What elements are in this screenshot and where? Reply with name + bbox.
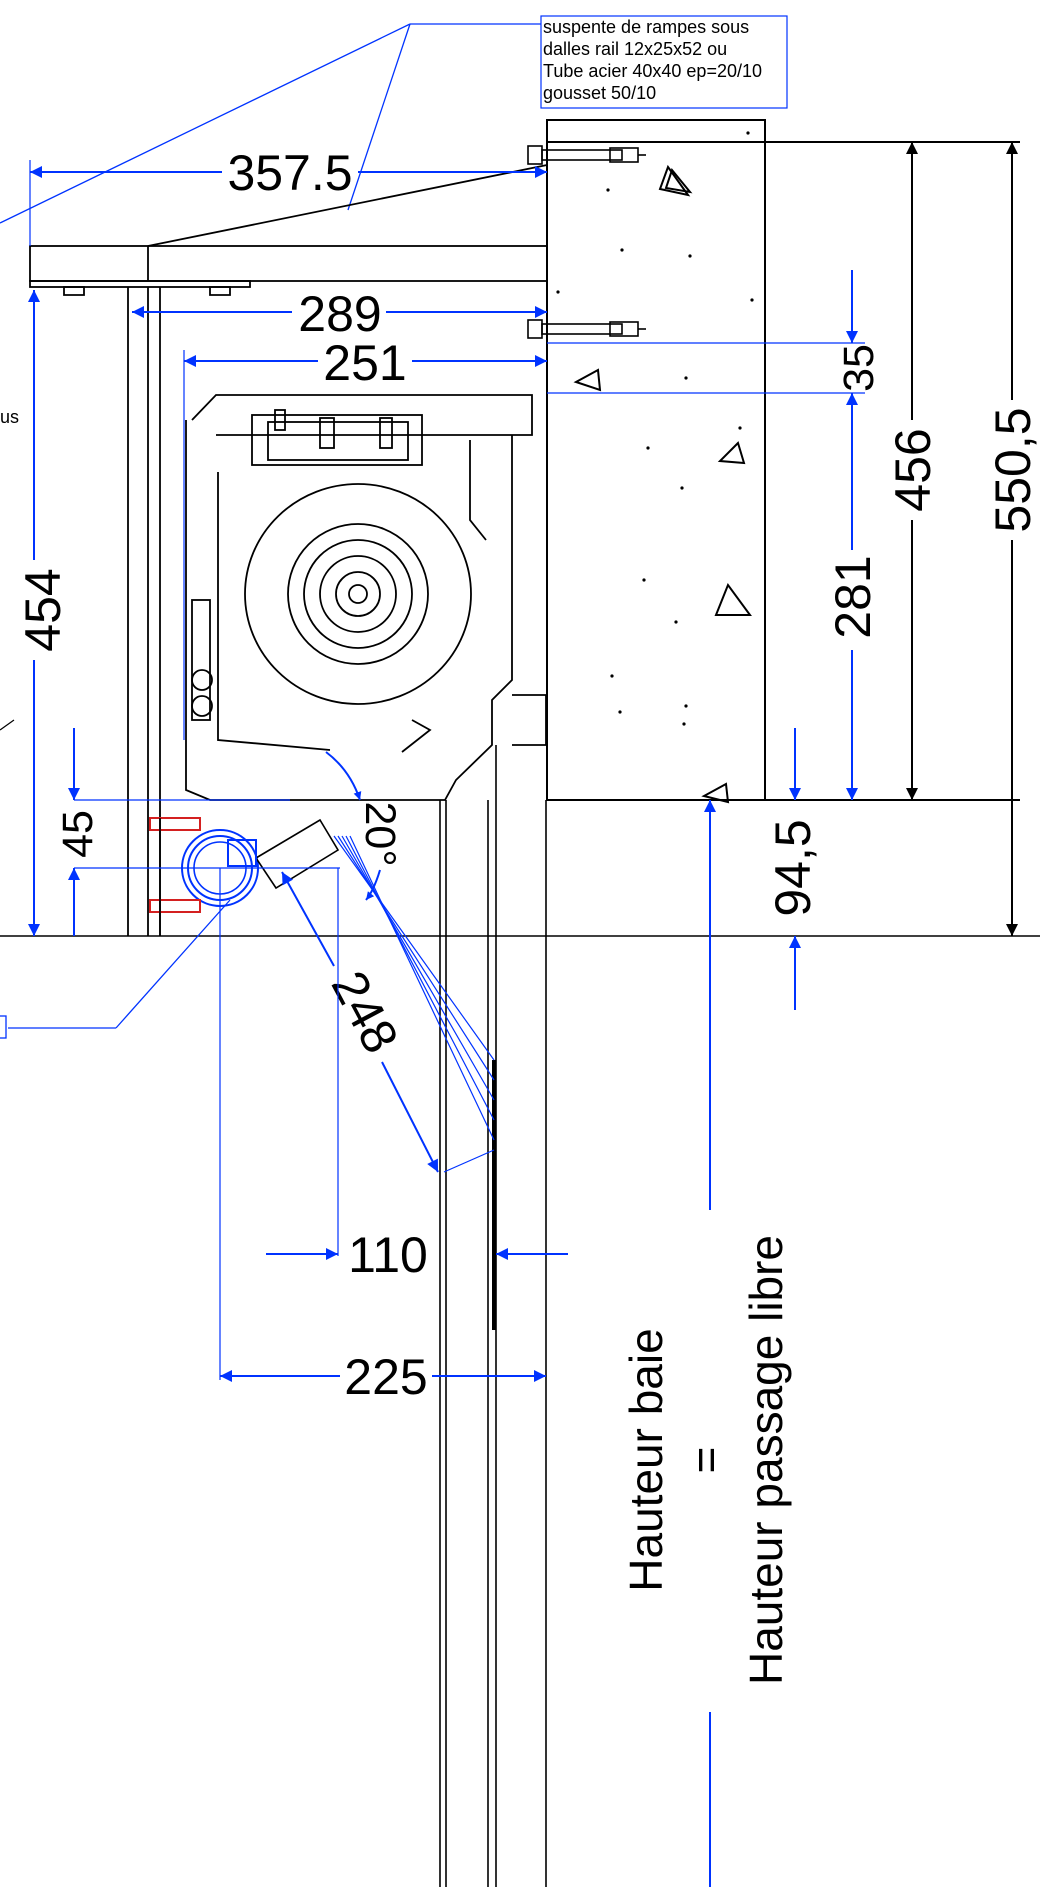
curtain-fan <box>333 835 495 1141</box>
annotation-line-3: Tube acier 40x40 ep=20/10 <box>543 61 762 81</box>
annotation-line-4: gousset 50/10 <box>543 83 656 103</box>
dim-248-text: 248 <box>321 962 410 1062</box>
label-equals: = <box>680 1447 732 1474</box>
label-hauteur-baie: Hauteur baie <box>620 1328 672 1591</box>
dim-94-5-text: 94,5 <box>765 819 821 916</box>
guide-rail <box>439 745 547 1887</box>
label-hauteur-passage: Hauteur passage libre <box>740 1235 792 1685</box>
dim-35-text: 35 <box>835 344 883 392</box>
dim-550-5-text: 550,5 <box>985 407 1040 532</box>
dim-357-5: 357.5 <box>29 145 547 246</box>
annotation-line-2: dalles rail 12x25x52 ou <box>543 39 727 59</box>
left-cropped-text: us <box>0 407 19 427</box>
dim-454: 454 <box>15 290 71 936</box>
dim-94-5: 94,5 <box>765 728 821 1010</box>
dim-45: 45 <box>54 728 340 936</box>
motor-housing <box>185 394 547 801</box>
dim-35: 35 <box>547 270 883 394</box>
dim-454-text: 454 <box>15 568 71 651</box>
dim-251: 251 <box>183 335 547 740</box>
clamp-leader <box>0 899 231 1039</box>
annotation-line-1: suspente de rampes sous <box>543 17 749 37</box>
dim-289: 289 <box>132 286 547 342</box>
dim-225: 225 <box>219 868 546 1405</box>
dim-550-5: 550,5 <box>985 142 1040 936</box>
annotation-box: suspente de rampes sous dalles rail 12x2… <box>540 15 788 109</box>
dim-281: 281 <box>825 393 881 800</box>
dim-289-text: 289 <box>298 286 381 342</box>
hanger-bolts <box>527 145 646 339</box>
dim-251-text: 251 <box>323 335 406 391</box>
tube-clamp <box>149 817 340 936</box>
dim-357-5-text: 357.5 <box>227 145 352 201</box>
dim-225-text: 225 <box>344 1349 427 1405</box>
annotation-leaders <box>0 23 541 224</box>
dim-456: 456 <box>885 142 941 800</box>
dim-20deg-text: 20° <box>356 801 404 866</box>
dim-45-text: 45 <box>54 810 102 858</box>
concrete-slab <box>0 119 1040 937</box>
dim-110-text: 110 <box>348 1227 428 1283</box>
dim-456-text: 456 <box>885 428 941 511</box>
dim-20deg: 20° <box>325 751 404 901</box>
dim-110: 110 <box>266 868 568 1283</box>
dim-281-text: 281 <box>825 555 881 638</box>
top-bracket <box>29 164 548 936</box>
